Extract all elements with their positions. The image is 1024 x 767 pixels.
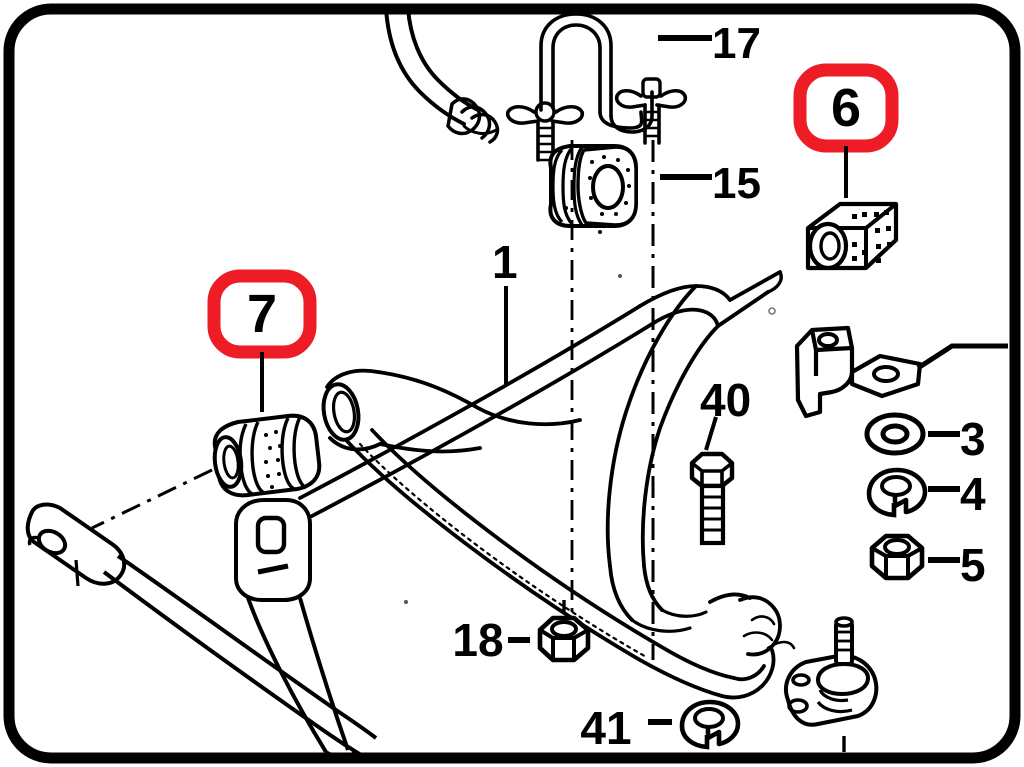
hose-end-part <box>384 6 500 144</box>
callout-7-number: 7 <box>247 284 277 344</box>
label-40-text: 40 <box>700 374 751 426</box>
mounting-bracket-leader-line <box>916 343 1008 371</box>
mounting-bracket-part <box>794 325 923 419</box>
label-40-leader-line <box>704 416 718 451</box>
callout-6-number: 6 <box>831 78 861 138</box>
label-5-text: 5 <box>960 539 986 591</box>
label-3-text: 3 <box>960 413 986 465</box>
part-6-texture <box>852 210 892 263</box>
diagram-frame-border <box>3 3 1021 764</box>
label-4-text: 4 <box>960 468 986 520</box>
part-7-texture <box>264 430 282 489</box>
part-5-hex-nut <box>869 533 925 581</box>
callout-6-group[interactable]: 6 <box>793 63 899 153</box>
part-15-texture <box>564 155 631 234</box>
part-40-hex-bolt <box>689 451 735 546</box>
label-18-text: 18 <box>452 614 503 666</box>
part-17-u-bracket-clamp <box>505 12 688 162</box>
ball-joint-part <box>784 616 879 752</box>
part-7-bushing <box>212 413 322 498</box>
callout-7-group[interactable]: 7 <box>207 269 317 359</box>
control-arm-right-arm <box>234 498 358 759</box>
part-15-stabilizer-bushing <box>548 144 638 234</box>
part-1-stabilizer-bar <box>298 270 783 633</box>
label-41-text: 41 <box>580 702 631 754</box>
scan-speckles <box>404 274 776 604</box>
part-18-hex-nut <box>537 600 591 663</box>
label-15-text: 15 <box>712 159 761 208</box>
part-3-flat-washer <box>864 412 926 456</box>
part-40-threads <box>702 495 723 532</box>
label-1-text: 1 <box>492 236 518 288</box>
part-6-bushing <box>805 201 899 271</box>
part-4-lock-washer <box>866 467 928 518</box>
label-17-text: 17 <box>712 19 761 68</box>
centerline-bushing-7-to-arm <box>91 468 213 530</box>
part-41-lock-washer <box>679 699 741 750</box>
